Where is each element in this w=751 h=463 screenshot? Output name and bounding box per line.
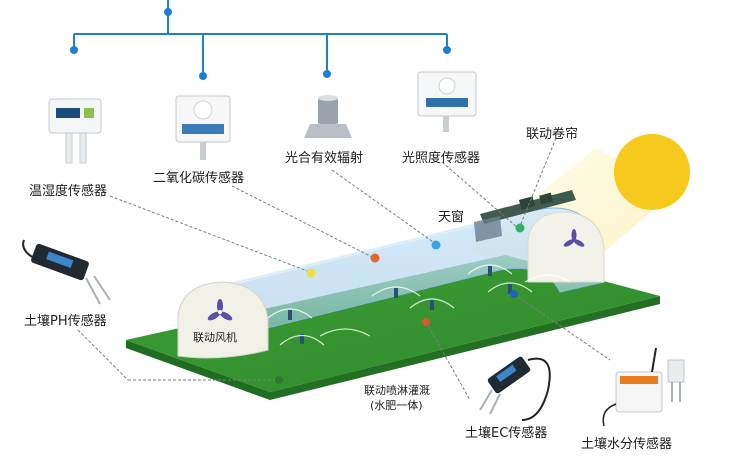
indicator-dot-soil-moisture: [510, 290, 518, 298]
indicator-dot-light: [515, 223, 525, 233]
label-linked-spray-line1: 联动喷淋灌溉: [364, 384, 430, 397]
label-light-sensor: 光照度传感器: [402, 151, 481, 166]
indicator-dot-co2: [370, 253, 380, 263]
light-intensity-sensor-icon: [417, 71, 477, 132]
soil-probe-icon: [22, 239, 111, 305]
indicator-dot-temp-humidity: [306, 268, 316, 278]
field-front: [270, 296, 660, 400]
sun-icon: [614, 134, 690, 210]
leader-lines: [77, 137, 611, 401]
greenhouse-back-wall: [527, 211, 605, 283]
label-soil-ph-sensor: 土壤PH传感器: [24, 314, 107, 329]
field-side: [126, 340, 270, 400]
co2-sensor-box-icon: [175, 95, 231, 160]
fan-icon: [207, 299, 233, 321]
label-temp-humidity-sensor: 温湿度传感器: [29, 184, 108, 199]
indicator-dot-par: [431, 240, 441, 250]
skylight-window: [474, 216, 502, 242]
network-nodes: [70, 8, 451, 80]
label-linked-fan: 联动风机: [193, 331, 237, 344]
spray-arcs: [267, 264, 571, 346]
field-ground: [126, 255, 660, 392]
soil-moisture-transmitter-icon: [602, 347, 685, 427]
label-soil-moisture-sensor: 土壤水分传感器: [581, 437, 673, 452]
label-skylight: 天窗: [438, 210, 465, 225]
sprinkler-heads: [288, 266, 512, 344]
label-co2-sensor: 二氧化碳传感器: [153, 171, 245, 186]
par-radiation-sensor-icon: [304, 95, 352, 138]
label-linked-shade: 联动卷帘: [526, 127, 579, 142]
wall-box-sensor-icon: [48, 98, 102, 164]
label-soil-ec-sensor: 土壤EC传感器: [465, 426, 548, 441]
label-linked-spray-line2: (水肥一体): [370, 399, 423, 412]
indicator-dot-soil-ph: [275, 376, 283, 384]
indicator-dot-soil-ec: [422, 318, 430, 326]
greenhouse-front-wall: [177, 281, 269, 359]
fan-icon: [563, 229, 585, 247]
network-lines: [73, 0, 448, 76]
label-par-sensor: 光合有效辐射: [285, 151, 364, 166]
soil-ec-probe-icon: [479, 356, 551, 421]
